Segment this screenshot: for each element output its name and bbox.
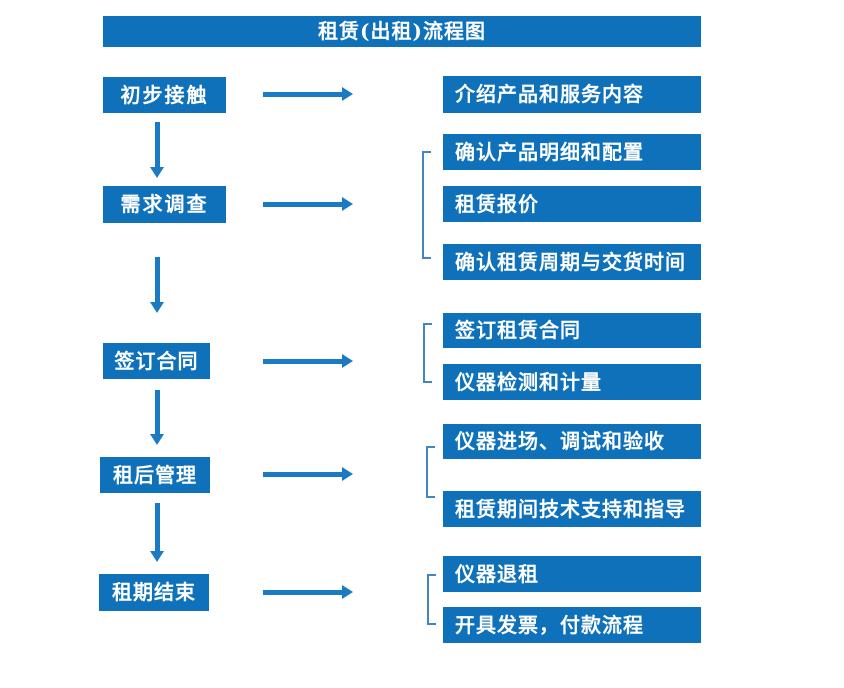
right-arrow-4 bbox=[263, 467, 353, 481]
down-arrow-4 bbox=[150, 503, 164, 562]
arrow-shaft bbox=[154, 390, 160, 435]
detail-box-introduce-products: 介绍产品和服务内容 bbox=[443, 76, 701, 113]
arrow-head-down-icon bbox=[150, 551, 164, 562]
down-arrow-1 bbox=[150, 122, 164, 178]
detail-box-invoice-payment: 开具发票，付款流程 bbox=[443, 607, 701, 643]
right-arrow-3 bbox=[263, 354, 353, 368]
bracket-group-2 bbox=[422, 151, 431, 259]
detail-box-confirm-product-details: 确认产品明细和配置 bbox=[443, 134, 701, 170]
step-box-demand-survey: 需求调查 bbox=[103, 186, 226, 223]
arrow-shaft bbox=[154, 503, 160, 552]
detail-box-instrument-testing: 仪器检测和计量 bbox=[443, 364, 701, 400]
arrow-head-right-icon bbox=[342, 87, 353, 101]
arrow-shaft bbox=[263, 91, 343, 97]
right-arrow-2 bbox=[263, 197, 353, 211]
down-arrow-3 bbox=[150, 390, 164, 445]
bracket-group-5 bbox=[427, 574, 436, 625]
right-arrow-5 bbox=[263, 585, 353, 599]
detail-box-technical-support: 租赁期间技术支持和指导 bbox=[443, 491, 701, 527]
arrow-head-right-icon bbox=[342, 467, 353, 481]
arrow-shaft bbox=[154, 257, 160, 303]
arrow-shaft bbox=[263, 358, 343, 364]
arrow-head-right-icon bbox=[342, 354, 353, 368]
step-box-sign-contract: 签订合同 bbox=[103, 343, 210, 379]
down-arrow-2 bbox=[150, 257, 164, 313]
detail-box-confirm-rental-period: 确认租赁周期与交货时间 bbox=[443, 244, 701, 280]
arrow-shaft bbox=[263, 201, 343, 207]
arrow-shaft bbox=[263, 471, 343, 477]
detail-box-instrument-entry-acceptance: 仪器进场、调试和验收 bbox=[443, 424, 701, 459]
detail-box-sign-rental-contract: 签订租赁合同 bbox=[443, 313, 701, 348]
arrow-shaft bbox=[154, 122, 160, 168]
bracket-group-4 bbox=[426, 446, 435, 498]
step-box-rental-end: 租期结束 bbox=[99, 574, 209, 611]
arrow-shaft bbox=[263, 589, 343, 595]
step-box-initial-contact: 初步接触 bbox=[103, 77, 226, 113]
arrow-head-down-icon bbox=[150, 302, 164, 313]
arrow-head-down-icon bbox=[150, 434, 164, 445]
detail-box-rental-quote: 租赁报价 bbox=[443, 186, 701, 222]
arrow-head-right-icon bbox=[342, 197, 353, 211]
step-box-post-rental-management: 租后管理 bbox=[100, 457, 210, 493]
bracket-group-3 bbox=[423, 323, 432, 383]
detail-box-instrument-return: 仪器退租 bbox=[443, 556, 701, 592]
arrow-head-right-icon bbox=[342, 585, 353, 599]
right-arrow-1 bbox=[263, 87, 353, 101]
arrow-head-down-icon bbox=[150, 167, 164, 178]
page-title: 租赁(出租)流程图 bbox=[103, 16, 701, 47]
